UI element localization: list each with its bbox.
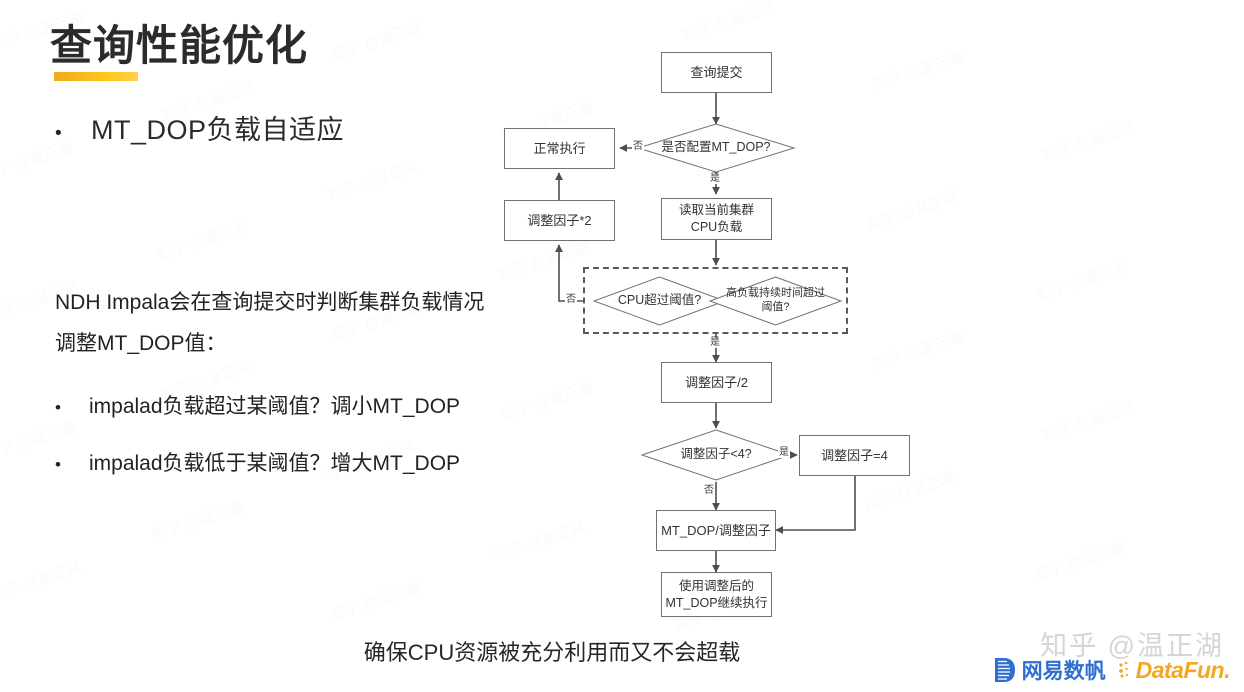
node-continue-line1: 使用调整后的 xyxy=(678,578,754,593)
bullet-sub-1-label: impalad负载超过某阈值？调小MT_DOP xyxy=(89,395,461,418)
bullet-glyph: • xyxy=(55,123,62,144)
node-read-cluster-cpu-load-line2: CPU负载 xyxy=(690,220,743,234)
decision-high-load-duration-line2: 阈值? xyxy=(761,301,790,313)
netease-d-mark-icon xyxy=(994,658,1015,682)
node-factor-times-2[interactable]: 调整因子*2 xyxy=(504,200,615,241)
node-mtdop-divide-factor[interactable]: MT_DOP/调整因子 xyxy=(656,510,776,551)
bullet-main: • MT_DOP负载自适应 xyxy=(55,108,344,147)
netease-shufan-logo: 网易数帆 xyxy=(994,655,1106,685)
node-factor-equals-4[interactable]: 调整因子=4 xyxy=(799,435,910,476)
decision-high-load-duration-over-threshold[interactable]: 高负载持续时间超过 阈值? xyxy=(708,276,843,326)
node-normal-execute[interactable]: 正常执行 xyxy=(504,128,615,169)
node-read-cluster-cpu-load-line1: 读取当前集群 xyxy=(678,203,754,218)
edge-label-no-factor-lt-4: 否 xyxy=(703,485,715,496)
edge-label-no-mtdop: 否 xyxy=(632,141,644,152)
edge-label-yes-cpu-threshold: 是 xyxy=(709,337,721,348)
bullet-sub-2-label: impalad负载低于某阈值？增大MT_DOP xyxy=(89,452,461,475)
node-query-submit[interactable]: 查询提交 xyxy=(661,52,772,93)
bullet-sub-1: • impalad负载超过某阈值？调小MT_DOP xyxy=(55,390,460,420)
page-title: 查询性能优化 xyxy=(50,22,309,69)
node-read-cluster-cpu-load[interactable]: 读取当前集群 CPU负载 xyxy=(661,198,772,240)
edge-label-no-cpu-threshold: 否 xyxy=(565,294,577,305)
decision-factor-less-than-4[interactable]: 调整因子<4? xyxy=(640,429,792,481)
decision-high-load-duration-label: 高负载持续时间超过 阈值? xyxy=(710,277,841,325)
datafun-label: DataFun. xyxy=(1135,656,1231,683)
decision-is-mtdop-configured[interactable]: 是否配置MT_DOP? xyxy=(636,123,796,173)
bullet-glyph: • xyxy=(55,455,61,474)
datafun-dots-icon xyxy=(1118,661,1128,678)
title-underline-accent xyxy=(54,72,138,81)
body-paragraph: NDH Impala会在查询提交时判断集群负载情况调整MT_DOP值： xyxy=(55,291,485,355)
decision-factor-less-than-4-label: 调整因子<4? xyxy=(680,447,752,462)
zhihu-watermark: 知乎 @温正湖 xyxy=(1040,631,1224,661)
bullet-main-label: MT_DOP负载自适应 xyxy=(91,115,345,145)
node-continue-line2: MT_DOP继续执行 xyxy=(665,595,768,610)
logo-bar: 网易数帆 DataFun. xyxy=(994,655,1231,685)
decision-high-load-duration-line1: 高负载持续时间超过 xyxy=(726,287,825,300)
flowchart-caption: 确保CPU资源被充分利用而又不会超载 xyxy=(363,640,741,665)
bullet-glyph: • xyxy=(55,398,61,417)
decision-group-dashed-box xyxy=(583,267,848,334)
node-continue-with-adjusted-mtdop[interactable]: 使用调整后的 MT_DOP继续执行 xyxy=(661,572,772,617)
decision-is-mtdop-configured-label: 是否配置MT_DOP? xyxy=(661,140,771,155)
edge-label-yes-mtdop: 是 xyxy=(709,173,721,184)
decision-cpu-over-threshold-label: CPU超过阈值? xyxy=(617,293,702,308)
datafun-logo: DataFun. xyxy=(1118,656,1231,684)
node-factor-divide-2[interactable]: 调整因子/2 xyxy=(661,362,772,403)
edge-label-yes-factor-lt-4: 是 xyxy=(778,447,790,458)
decision-cpu-over-threshold[interactable]: CPU超过阈值? xyxy=(592,276,727,326)
netease-shufan-label: 网易数帆 xyxy=(1021,660,1106,683)
bullet-sub-2: • impalad负载低于某阈值？增大MT_DOP xyxy=(55,447,460,477)
